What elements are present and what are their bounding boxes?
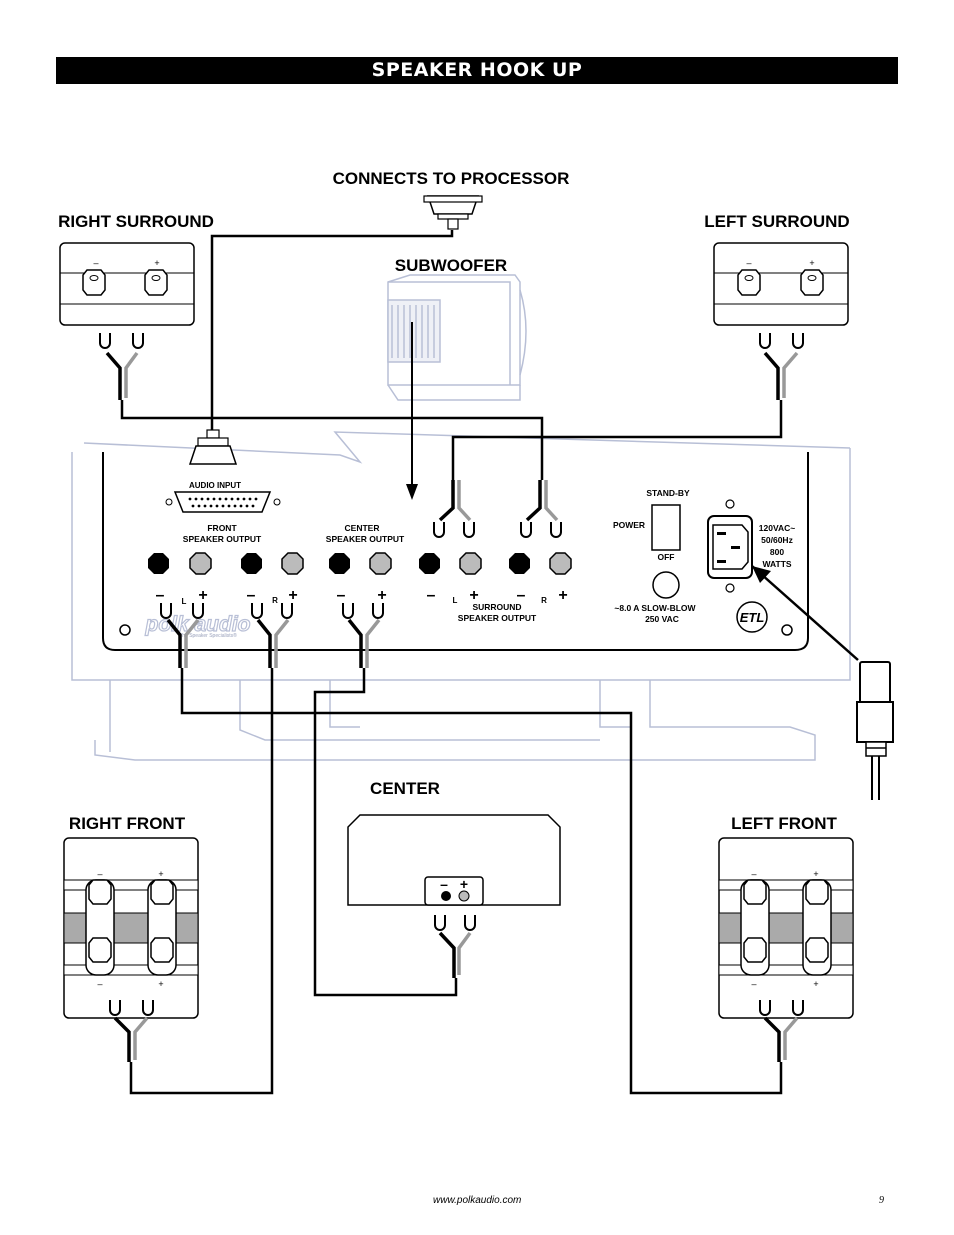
mains-label-4: WATTS <box>762 559 791 569</box>
minus-sign: – <box>337 587 346 604</box>
left-surround-speaker: – + <box>713 242 849 326</box>
speaker-wires <box>99 332 804 1062</box>
off-label: OFF <box>658 552 675 562</box>
power-cord <box>751 565 894 800</box>
minus-sign: – <box>247 587 256 604</box>
screw-icon <box>119 624 131 636</box>
front-left-minus-terminal[interactable] <box>148 553 169 574</box>
plus-sign: + <box>377 587 386 604</box>
left-surround-label: LEFT SURROUND <box>704 212 849 231</box>
center-label: CENTER <box>370 779 440 798</box>
plus-sign: + <box>469 587 478 604</box>
fuse-label-2: 250 VAC <box>645 614 679 624</box>
minus-sign: – <box>746 258 751 268</box>
minus-sign: – <box>517 587 526 604</box>
plus-sign: + <box>158 869 163 879</box>
title-bar: SPEAKER HOOK UP <box>56 57 898 84</box>
right-label: R <box>272 596 278 605</box>
connects-to-processor-label: CONNECTS TO PROCESSOR <box>333 169 570 188</box>
center-output-label: CENTER <box>345 523 380 533</box>
surround-left-plus-terminal[interactable] <box>459 552 482 575</box>
front-output-label: FRONT <box>207 523 237 533</box>
minus-sign: – <box>97 979 102 989</box>
audio-input-connector[interactable] <box>165 491 281 513</box>
center-minus-terminal[interactable] <box>329 553 350 574</box>
mains-label: 120VAC~ <box>759 523 795 533</box>
surround-left-minus-terminal[interactable] <box>419 553 440 574</box>
svg-text:ETL: ETL <box>740 610 765 625</box>
center-speaker: – + <box>347 814 561 906</box>
power-inlet[interactable] <box>707 515 753 579</box>
amplifier-back-panel: AUDIO INPUT FRONT SPEAKER OUTPUT CENTER … <box>102 452 809 651</box>
page-number: 9 <box>879 1195 884 1206</box>
subwoofer-arrow <box>406 322 418 500</box>
left-front-label: LEFT FRONT <box>731 814 837 833</box>
minus-sign: – <box>97 869 102 879</box>
connection-lines <box>120 230 783 1095</box>
plus-sign: + <box>288 587 297 604</box>
minus-sign: – <box>751 869 756 879</box>
minus-sign: – <box>156 587 165 604</box>
audio-input-plug <box>188 429 238 465</box>
plus-sign: + <box>813 979 818 989</box>
surround-output-label-2: SPEAKER OUTPUT <box>458 613 537 623</box>
surround-right-plus-terminal[interactable] <box>549 552 572 575</box>
audio-input-label: AUDIO INPUT <box>189 481 241 490</box>
right-front-label: RIGHT FRONT <box>69 814 186 833</box>
surround-output-label: SURROUND <box>472 602 521 612</box>
etl-listed-icon: ETL <box>736 601 768 633</box>
plus-sign: + <box>813 869 818 879</box>
subwoofer-illustration <box>387 274 527 401</box>
page-title: SPEAKER HOOK UP <box>371 59 583 81</box>
left-label: L <box>453 596 458 605</box>
left-front-speaker: – + – + <box>718 837 854 1019</box>
surround-right-minus-terminal[interactable] <box>509 553 530 574</box>
minus-sign: – <box>427 587 436 604</box>
power-label: POWER <box>613 520 645 530</box>
left-label: L <box>182 597 187 606</box>
mains-label-3: 800 <box>770 547 784 557</box>
screw-icon <box>725 583 735 593</box>
center-plus-terminal[interactable] <box>369 552 392 575</box>
plus-sign: + <box>158 979 163 989</box>
fuse-label: ~8.0 A SLOW-BLOW <box>614 603 696 613</box>
minus-sign: – <box>440 876 448 892</box>
minus-sign: – <box>93 258 98 268</box>
standby-label: STAND-BY <box>646 488 690 498</box>
front-left-plus-terminal[interactable] <box>189 552 212 575</box>
screw-icon <box>725 499 735 509</box>
plus-sign: + <box>809 258 814 268</box>
front-right-plus-terminal[interactable] <box>281 552 304 575</box>
power-switch[interactable] <box>651 504 681 551</box>
logo-tagline: The Speaker Specialists® <box>179 632 237 639</box>
right-label: R <box>541 596 547 605</box>
mains-label-2: 50/60Hz <box>761 535 793 545</box>
plus-sign: + <box>558 587 567 604</box>
center-output-label-2: SPEAKER OUTPUT <box>326 534 405 544</box>
front-output-label-2: SPEAKER OUTPUT <box>183 534 262 544</box>
minus-sign: – <box>751 979 756 989</box>
right-front-speaker: – + – + <box>63 837 199 1019</box>
processor-connector <box>423 195 483 230</box>
plus-sign: + <box>198 587 207 604</box>
screw-icon <box>781 624 793 636</box>
fuse-holder[interactable] <box>652 571 680 599</box>
polk-audio-logo: polk audio <box>145 613 251 636</box>
subwoofer-label: SUBWOOFER <box>395 256 507 275</box>
plus-sign: + <box>460 876 468 892</box>
front-right-minus-terminal[interactable] <box>241 553 262 574</box>
right-surround-label: RIGHT SURROUND <box>58 212 214 231</box>
footer-url[interactable]: www.polkaudio.com <box>433 1195 522 1206</box>
right-surround-speaker: – + <box>59 242 195 326</box>
plus-sign: + <box>154 258 159 268</box>
